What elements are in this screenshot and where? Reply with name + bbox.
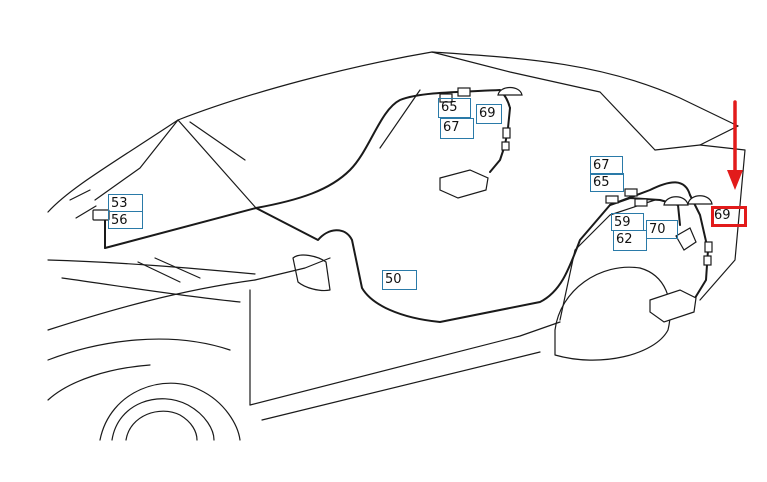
rear-connector-b xyxy=(624,188,638,197)
c-pillar xyxy=(379,89,421,149)
callout-65-roof[interactable]: 65 xyxy=(438,98,471,118)
callout-67-roof[interactable]: 67 xyxy=(440,118,474,139)
lower-body xyxy=(47,338,231,361)
roof-connector-b xyxy=(457,87,471,97)
callout-69-rear-highlighted[interactable]: 69 xyxy=(711,206,747,227)
callout-50[interactable]: 50 xyxy=(382,270,417,290)
roof-antenna-plug xyxy=(502,127,511,139)
trunk-top xyxy=(654,125,739,151)
callout-69-roof[interactable]: 69 xyxy=(476,104,502,124)
rear-antenna-plug-2 xyxy=(703,255,712,266)
rear-antenna-dome-a xyxy=(663,196,689,206)
side-line-a xyxy=(47,259,256,275)
harness-main xyxy=(104,181,691,323)
rear-connector-a xyxy=(605,195,619,204)
side-line-b xyxy=(61,277,241,303)
rear-connector-c xyxy=(634,198,648,207)
callout-53[interactable]: 53 xyxy=(108,194,143,212)
rear-quarter xyxy=(559,199,656,321)
rear-amplifier-box xyxy=(649,289,697,323)
front-wheel-inner xyxy=(125,410,198,441)
sill-line xyxy=(249,321,561,406)
front-wheel xyxy=(111,398,215,441)
windshield-lines xyxy=(69,189,97,219)
callout-67-rear[interactable]: 67 xyxy=(590,156,623,175)
side-line-c xyxy=(47,279,256,331)
lower-body-2 xyxy=(47,364,151,401)
roof-bar xyxy=(189,121,246,161)
rear-antenna-plug xyxy=(704,241,713,253)
front-connector xyxy=(92,209,110,221)
highlight-arrow xyxy=(727,100,743,190)
hatch-lines xyxy=(137,257,201,283)
rear-antenna-dome-b xyxy=(687,195,713,205)
roof-antenna-dome xyxy=(497,86,523,96)
side-mirror xyxy=(292,254,331,292)
callout-65-rear[interactable]: 65 xyxy=(590,173,624,192)
rear-module xyxy=(675,227,697,251)
belt-line xyxy=(254,257,331,281)
window-frame xyxy=(94,119,179,201)
roof-inner-line xyxy=(177,119,257,209)
rear-window-line xyxy=(431,51,656,151)
roof-outline xyxy=(47,51,739,213)
callout-62[interactable]: 62 xyxy=(613,230,647,251)
roof-amplifier-box xyxy=(439,169,489,199)
callout-70[interactable]: 70 xyxy=(646,220,678,239)
roof-antenna-plug-2 xyxy=(501,141,510,151)
front-wheel-arch xyxy=(99,382,241,441)
sill-line-2 xyxy=(261,351,541,421)
callout-56[interactable]: 56 xyxy=(108,211,143,229)
trunk-side xyxy=(699,144,746,301)
callout-59[interactable]: 59 xyxy=(611,213,644,231)
harness-rear-branch xyxy=(609,197,681,226)
